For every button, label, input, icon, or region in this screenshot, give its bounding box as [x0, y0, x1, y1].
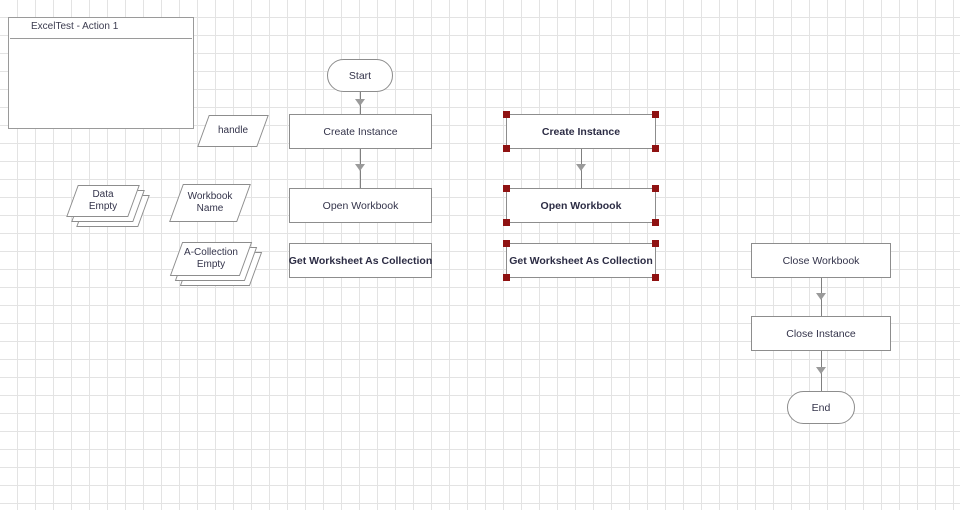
arrowhead-icon	[355, 98, 365, 106]
selection-handle-bottom-right[interactable]	[652, 219, 659, 226]
connector-create-instance-to-open-workbook	[350, 149, 370, 188]
data-item-a-collection[interactable]: A-Collection Empty	[169, 242, 263, 286]
selection-handle-bottom-left[interactable]	[503, 145, 510, 152]
selection-handle-bottom-left[interactable]	[503, 219, 510, 226]
selection-handle-top-left[interactable]	[503, 185, 510, 192]
arrowhead-icon	[576, 164, 586, 171]
selection-handle-top-left[interactable]	[503, 111, 510, 118]
stage-label: Open Workbook	[540, 199, 622, 212]
stage-start[interactable]: Start	[327, 59, 393, 92]
selection-handle-top-right[interactable]	[652, 185, 659, 192]
stage-selected-create-instance[interactable]: Create Instance	[503, 111, 659, 152]
selection-handle-bottom-left[interactable]	[503, 274, 510, 281]
data-item-workbook-name[interactable]: Workbook Name	[169, 184, 251, 222]
arrowhead-icon	[816, 366, 826, 374]
stage-close-workbook[interactable]: Close Workbook	[751, 243, 891, 278]
selection-handle-top-right[interactable]	[652, 111, 659, 118]
data-item-handle[interactable]: handle	[197, 115, 269, 147]
stage-label: Get Worksheet As Collection	[509, 254, 653, 267]
stage-label: Get Worksheet As Collection	[288, 254, 433, 267]
stage-label: Create Instance	[323, 125, 398, 138]
action-panel-title: ExcelTest - Action 1	[31, 21, 119, 32]
data-item-sheet-front	[66, 185, 140, 217]
data-item-sheet	[169, 184, 251, 222]
data-item-sheet	[197, 115, 269, 147]
arrowhead-icon	[816, 292, 826, 300]
stage-label: End	[811, 401, 831, 414]
stage-selected-open-workbook[interactable]: Open Workbook	[503, 185, 659, 226]
stage-selected-get-worksheet-as-collection[interactable]: Get Worksheet As Collection	[503, 240, 659, 281]
connector-close-workbook-to-close-instance	[811, 278, 831, 316]
selection-handle-top-right[interactable]	[652, 240, 659, 247]
selection-handle-bottom-right[interactable]	[652, 274, 659, 281]
arrowhead-icon	[355, 164, 365, 171]
connector-close-instance-to-end	[811, 351, 831, 391]
action-panel[interactable]: ExcelTest - Action 1	[8, 17, 194, 129]
stage-label: Close Instance	[786, 327, 856, 340]
selection-handle-top-left[interactable]	[503, 240, 510, 247]
data-item-sheet-front	[169, 242, 253, 276]
stage-close-instance[interactable]: Close Instance	[751, 316, 891, 351]
selection-handle-bottom-right[interactable]	[652, 145, 659, 152]
data-item-data[interactable]: Data Empty	[66, 185, 150, 227]
stage-label: Open Workbook	[322, 199, 399, 212]
connector-selected-create-instance-to-open-workbook	[571, 149, 591, 188]
stage-end[interactable]: End	[787, 391, 855, 424]
stage-open-workbook[interactable]: Open Workbook	[289, 188, 432, 223]
stage-label: Create Instance	[541, 125, 621, 138]
action-panel-separator	[10, 38, 192, 39]
stage-get-worksheet-as-collection[interactable]: Get Worksheet As Collection	[289, 243, 432, 278]
stage-label: Start	[348, 69, 372, 82]
stage-label: Close Workbook	[782, 254, 860, 267]
stage-create-instance[interactable]: Create Instance	[289, 114, 432, 149]
connector-start-to-create-instance	[350, 92, 370, 114]
